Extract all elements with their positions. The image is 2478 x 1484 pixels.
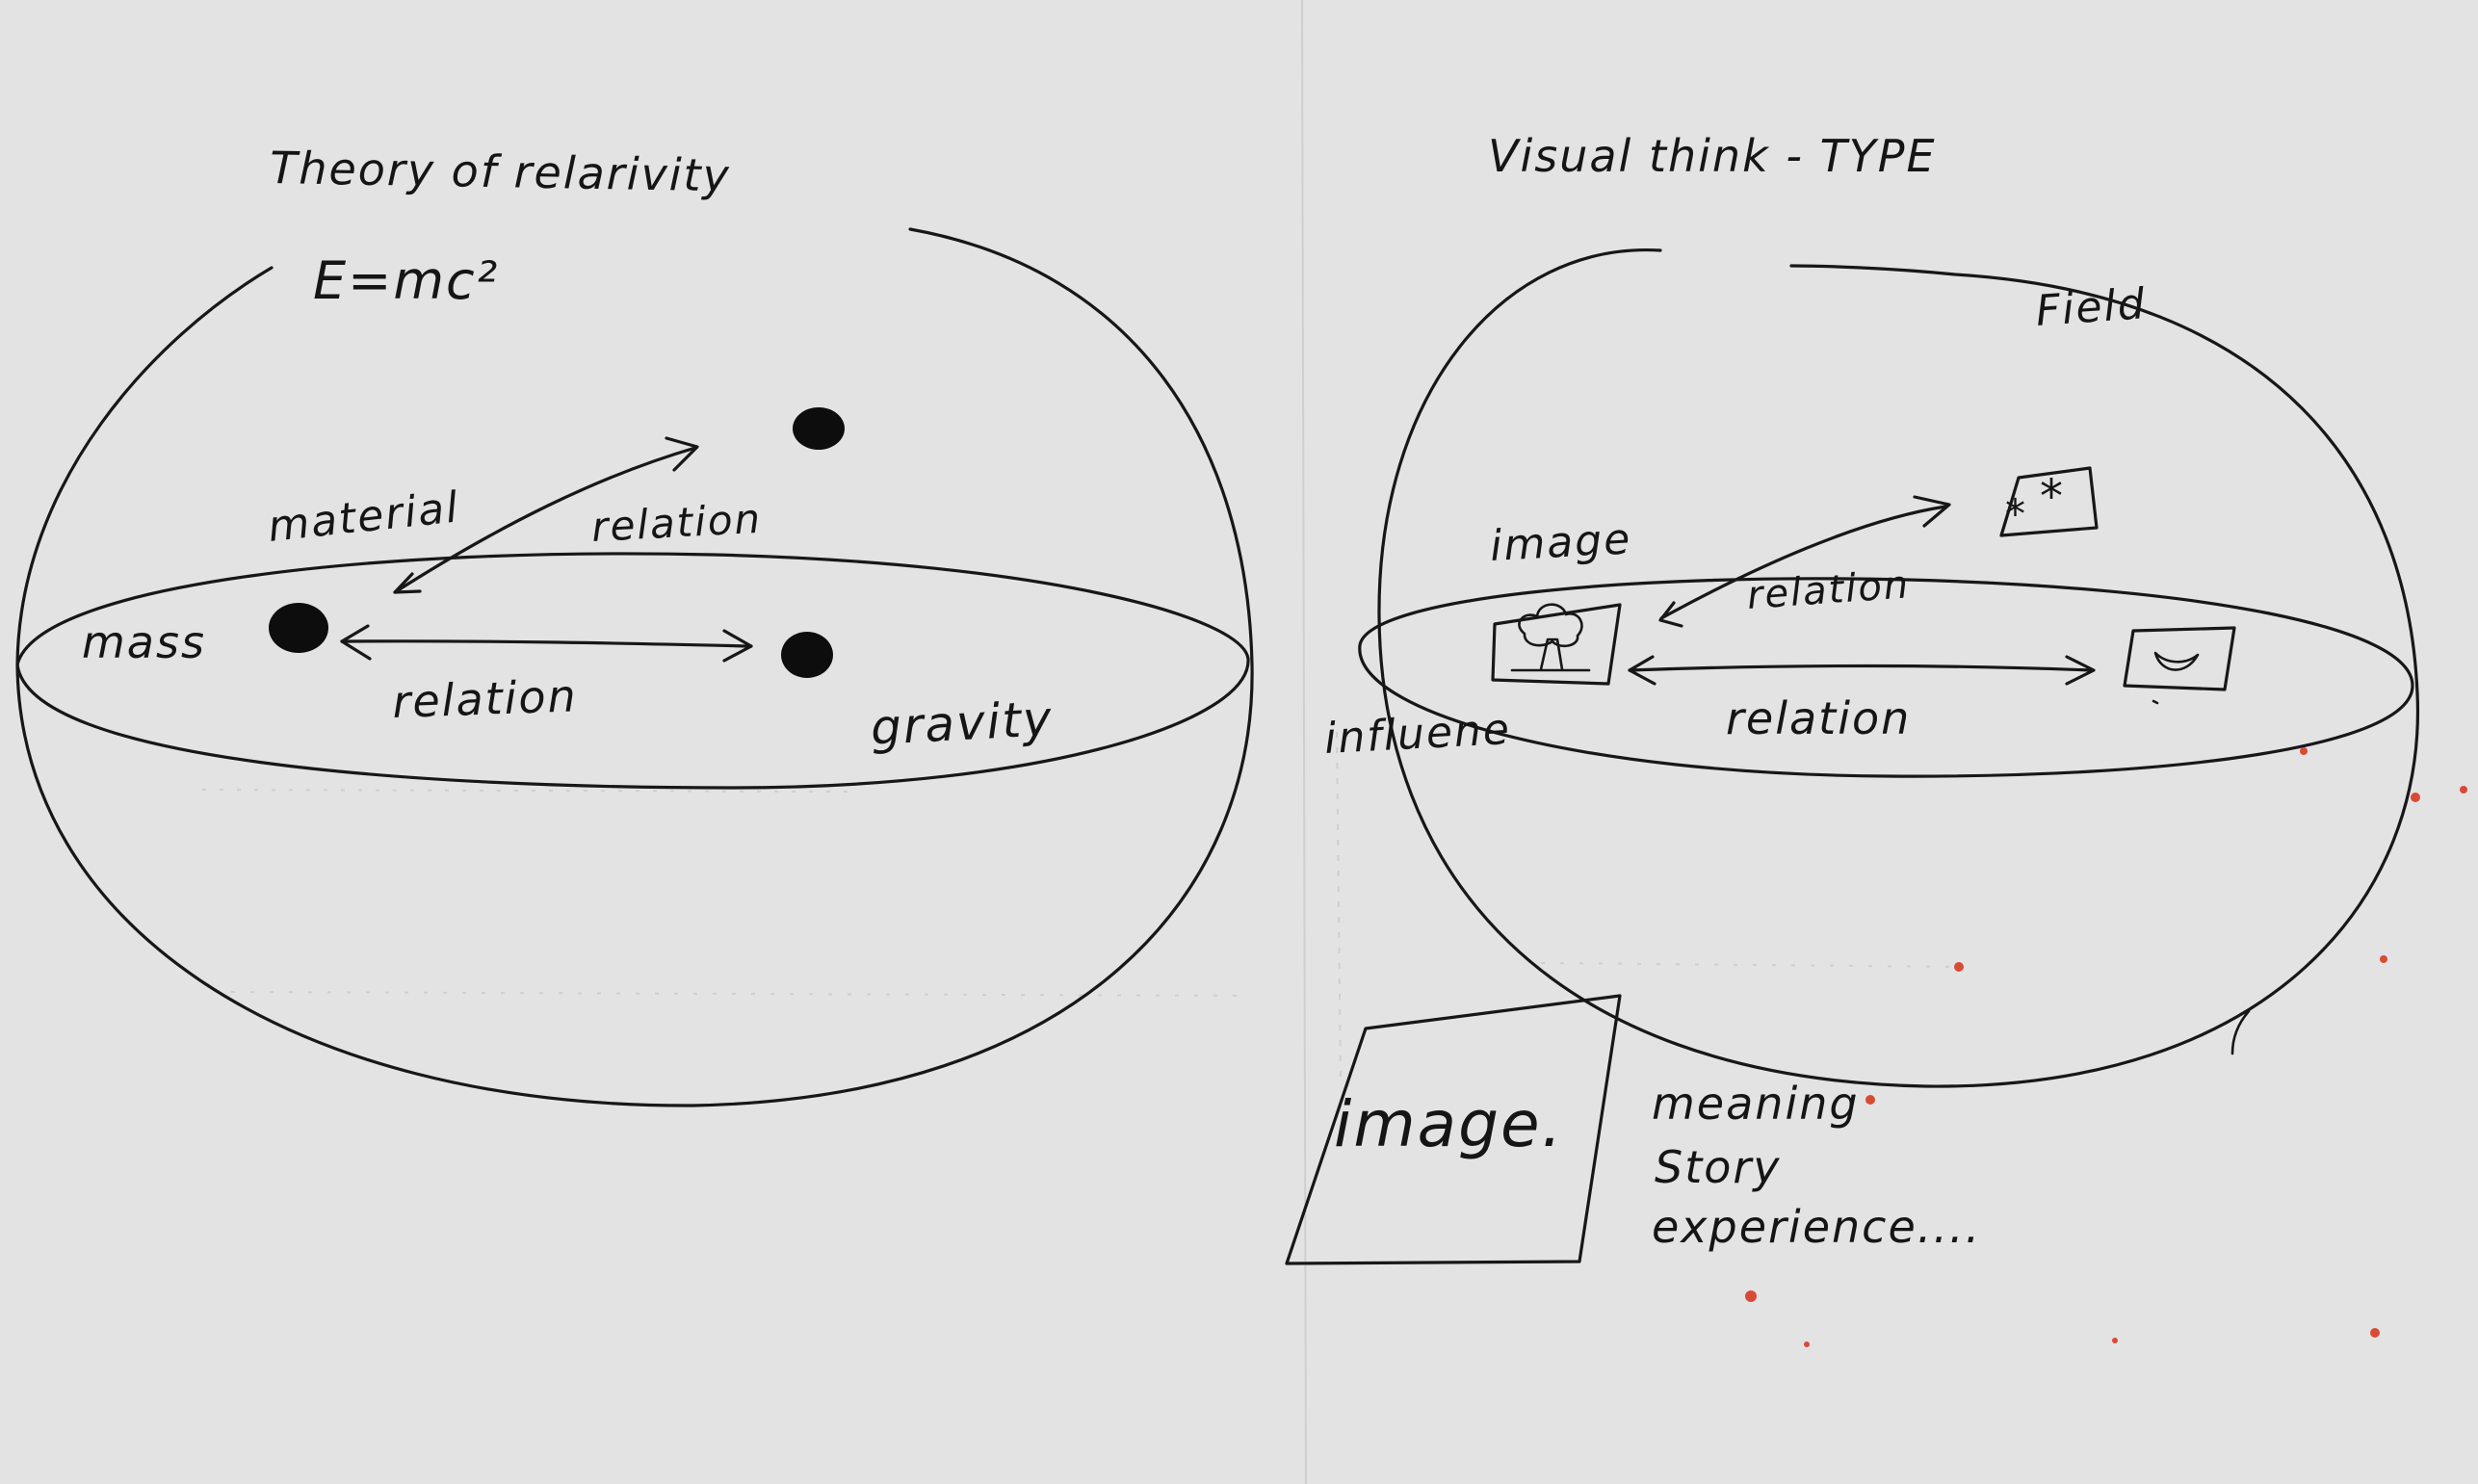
influence-label: influene — [1323, 705, 1512, 764]
mass-dot — [269, 603, 328, 653]
tree-icon — [1510, 603, 1591, 672]
moon-icon — [2153, 651, 2200, 671]
field-label: Field — [2034, 279, 2148, 336]
field-tick — [2230, 1009, 2251, 1055]
note-experience: experience.... — [1652, 1201, 1981, 1253]
gravity-label: gravity — [870, 690, 1055, 756]
image-card: image. — [1285, 994, 1622, 1265]
visual-think-diagram: Visual think - TYPE Field * * — [1285, 130, 2420, 1265]
gravity-dot — [781, 632, 833, 678]
visual-think-title: Visual think - TYPE — [1488, 130, 1937, 182]
card-notes: meaning Story experience.... — [1652, 1078, 1981, 1253]
stars-icon: * * — [2005, 470, 2065, 537]
relativity-title: Theory of relarivity — [270, 142, 731, 201]
relation-upper-right-label: relation — [1745, 562, 1911, 618]
tree-image-frame — [1491, 603, 1622, 686]
arrowhead — [665, 436, 699, 472]
arrowhead — [1658, 601, 1683, 628]
relation-arrow-horizontal-right — [1628, 664, 2094, 672]
relation-lower-right-label: relation — [1726, 692, 1911, 744]
relation-arrow-diagonal-right — [1659, 505, 1947, 620]
relation-arrow-horizontal — [340, 639, 753, 648]
relativity-diagram: Theory of relarivity E=mc² material rela… — [15, 142, 1254, 1107]
field-sphere — [1377, 248, 2420, 1088]
arrowhead — [1913, 495, 1951, 528]
image-label: image — [1489, 514, 1633, 571]
mass-label: mass — [82, 616, 206, 668]
relation-upper-label: relation — [590, 495, 763, 551]
paper-texture — [201, 0, 1966, 1484]
material-label: material — [266, 482, 462, 552]
red-specks — [1745, 747, 2467, 1347]
note-meaning: meaning — [1652, 1078, 1860, 1130]
svg-text:*: * — [2005, 490, 2027, 537]
moon-image-frame — [2123, 626, 2236, 705]
stars-image-frame: * * — [1999, 466, 2099, 537]
arrowhead — [722, 629, 753, 663]
arrowhead — [2065, 655, 2096, 686]
note-story: Story — [1655, 1141, 1782, 1193]
relation-arrow-diagonal — [393, 446, 697, 594]
field-equator — [1358, 577, 2414, 778]
formula-label: E=mc² — [313, 250, 499, 311]
image-card-label: image. — [1334, 1087, 1564, 1161]
relativity-equator — [15, 552, 1250, 790]
svg-text:*: * — [2040, 470, 2065, 524]
arrowhead — [393, 572, 422, 594]
arrowhead — [340, 624, 372, 661]
distant-dot — [793, 407, 845, 450]
relativity-sphere — [15, 227, 1254, 1107]
relation-lower-label: relation — [391, 669, 578, 728]
arrowhead — [1628, 655, 1656, 686]
